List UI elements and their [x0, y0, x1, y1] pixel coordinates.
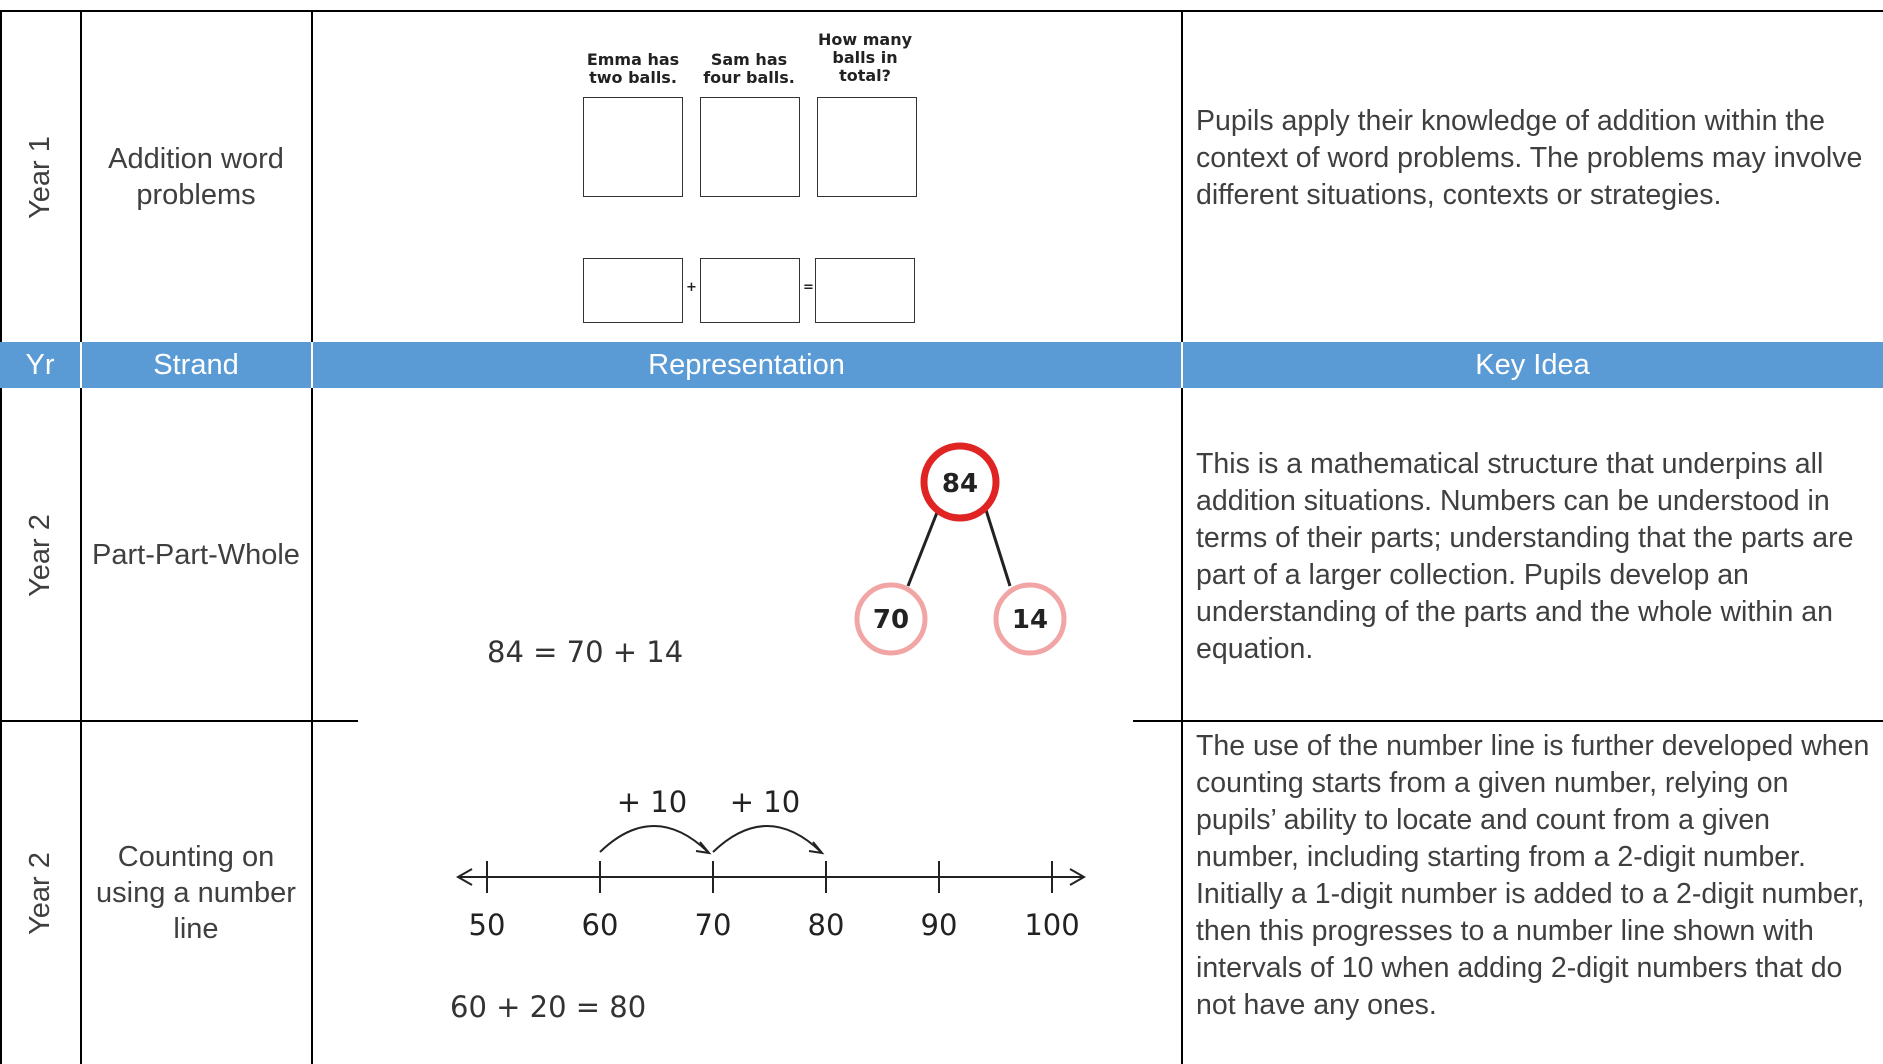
arrow-right: [1069, 868, 1087, 886]
part-circle: [993, 582, 1067, 656]
header-yr: Yr: [25, 348, 55, 381]
header-strand: Strand: [153, 348, 239, 381]
answer-box: [817, 97, 917, 197]
branch-line: [984, 509, 1012, 587]
word-problem-label: How many balls in total?: [817, 30, 913, 85]
key-idea-cell: Pupils apply their knowledge of addition…: [1196, 105, 1863, 211]
part-value: 70: [873, 605, 909, 635]
jump-label: + 10: [730, 785, 800, 819]
strand-cell: Counting on using a number line: [96, 841, 296, 945]
header-representation: Representation: [648, 348, 845, 381]
row-divider: [1133, 720, 1883, 722]
plus-sign: +: [686, 280, 697, 295]
equation: 60 + 20 = 80: [450, 990, 646, 1024]
strand-cell: Addition word problems: [108, 143, 284, 211]
tick-label: 70: [695, 908, 732, 942]
col-border-yr: [80, 10, 82, 1064]
header-divider: [80, 342, 82, 388]
arrow-left: [455, 868, 473, 886]
key-idea-cell: This is a mathematical structure that un…: [1196, 448, 1854, 665]
whole-value: 84: [942, 469, 978, 499]
answer-box: [583, 97, 683, 197]
table-top-border: [0, 10, 1883, 12]
header-key-idea: Key Idea: [1475, 348, 1590, 381]
answer-box: [815, 258, 915, 323]
jump-arrowhead: [808, 841, 825, 855]
answer-box: [583, 258, 683, 323]
answer-box: [700, 97, 800, 197]
branch-line: [906, 509, 940, 587]
tick-label: 90: [921, 908, 958, 942]
tick-label: 60: [582, 908, 619, 942]
col-border-strand: [311, 10, 313, 1064]
equation: 84 = 70 + 14: [487, 635, 683, 669]
part-circle: [854, 582, 928, 656]
part-value: 14: [1012, 605, 1048, 635]
header-divider: [1181, 342, 1183, 388]
col-border-left: [0, 10, 2, 1064]
word-problem-label: Sam has four balls.: [703, 50, 795, 87]
header-divider: [311, 342, 313, 388]
answer-box: [700, 258, 800, 323]
col-border-key: [1181, 10, 1183, 1064]
tick-label: 50: [469, 908, 506, 942]
jump-label: + 10: [617, 785, 687, 819]
tick-label: 100: [1024, 908, 1079, 942]
table-header: [0, 342, 1883, 388]
jump-arc: [712, 825, 822, 853]
row-divider: [0, 720, 358, 722]
jump-arc: [599, 825, 709, 853]
jump-arrowhead: [695, 841, 712, 855]
equals-sign: =: [803, 280, 814, 295]
tick-label: 80: [808, 908, 845, 942]
key-idea-cell: The use of the number line is further de…: [1196, 730, 1870, 1021]
whole-circle: [920, 442, 1000, 522]
word-problem-label: Emma has two balls.: [586, 50, 680, 87]
strand-cell: Part-Part-Whole: [92, 539, 300, 571]
